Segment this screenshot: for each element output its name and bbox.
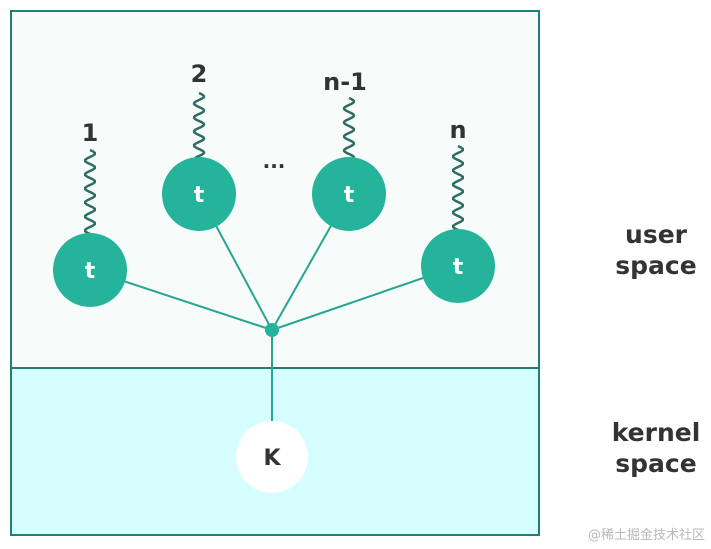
thread-label-2: t [194, 183, 205, 208]
thread-label-n-1: t [344, 183, 355, 208]
kernel-node-label: K [263, 446, 281, 471]
thread-label-n: t [453, 255, 464, 280]
kernel-space-label-line2: space [615, 449, 697, 478]
thread-number-2: 2 [191, 60, 208, 88]
thread-number-1: 1 [82, 119, 99, 147]
thread-number-n: n [449, 116, 466, 144]
user-space-label-line2: space [615, 251, 697, 280]
user-space-label: user space [594, 219, 711, 281]
thread-node-1 [53, 233, 127, 307]
thread-node-n-1 [312, 157, 386, 231]
kernel-space-label-line1: kernel [611, 418, 701, 447]
wave-thread-n-1 [342, 96, 356, 158]
user-space-region [10, 10, 540, 369]
thread-number-n-1: n-1 [323, 68, 367, 96]
watermark: @稀土掘金技术社区 [587, 528, 705, 543]
kernel-node [236, 421, 308, 493]
thread-label-1: t [85, 259, 96, 284]
thread-node-n [421, 229, 495, 303]
wave-thread-n [451, 144, 465, 232]
user-space-label-line1: user [625, 220, 687, 249]
kernel-space-label: kernel space [594, 417, 711, 479]
ellipsis: ... [263, 149, 286, 173]
hub-node [265, 323, 279, 337]
thread-node-2 [162, 157, 236, 231]
wave-thread-2 [192, 91, 206, 160]
wave-thread-1 [83, 148, 97, 236]
